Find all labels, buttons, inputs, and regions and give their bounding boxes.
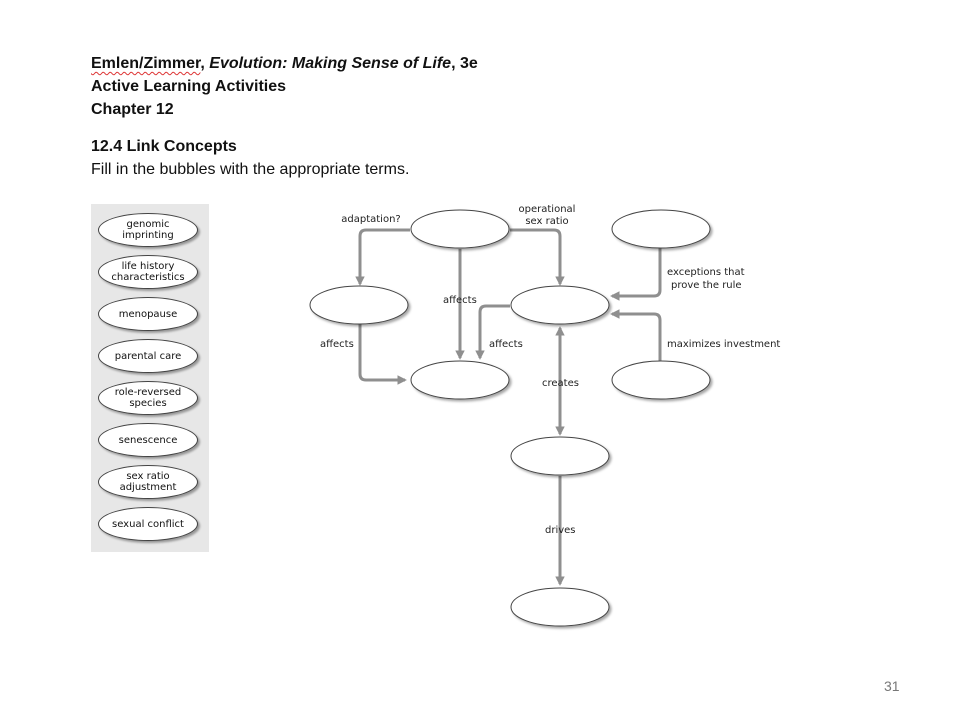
empty-bubble-lower[interactable] xyxy=(510,436,610,476)
empty-bubble-bottom[interactable] xyxy=(510,587,610,627)
term-bubble[interactable]: role-reversed species xyxy=(98,381,198,415)
term-bubble[interactable]: parental care xyxy=(98,339,198,373)
term-bank: genomic imprinting life history characte… xyxy=(91,204,209,552)
arrow-center-to-bottom-left xyxy=(475,304,510,360)
instruction-text: Fill in the bubbles with the appropriate… xyxy=(91,161,410,178)
label-prove-rule: prove the rule xyxy=(671,280,742,291)
label-affects-center: affects xyxy=(443,295,477,306)
arrow-top-to-center xyxy=(510,228,565,286)
term-bubble[interactable]: life history characteristics xyxy=(98,255,198,289)
label-drives: drives xyxy=(545,525,576,536)
term-bubble[interactable]: sex ratio adjustment xyxy=(98,465,198,499)
arrow-topright-to-center xyxy=(610,248,662,301)
term-bubble[interactable]: sexual conflict xyxy=(98,507,198,541)
book-edition: , 3e xyxy=(451,55,478,72)
term-bubble[interactable]: senescence xyxy=(98,423,198,457)
book-title: Evolution: Making Sense of Life xyxy=(209,55,452,72)
arrow-left-to-bottom-left xyxy=(358,324,407,385)
label-adaptation: adaptation? xyxy=(341,214,400,225)
label-sex-ratio: sex ratio xyxy=(525,216,568,227)
empty-bubble-right[interactable] xyxy=(611,360,711,400)
header-line-3: Chapter 12 xyxy=(91,101,174,118)
empty-bubble-top-right[interactable] xyxy=(611,209,711,249)
empty-bubble-bottom-left[interactable] xyxy=(410,360,510,400)
section-title: 12.4 Link Concepts xyxy=(91,138,237,155)
page-number: 31 xyxy=(884,678,900,694)
label-exceptions: exceptions that xyxy=(667,267,745,278)
label-affects-right: affects xyxy=(489,339,523,350)
label-operational: operational xyxy=(519,204,576,215)
label-maximizes: maximizes investment xyxy=(667,339,780,350)
header-line-2: Active Learning Activities xyxy=(91,78,287,95)
label-affects-left: affects xyxy=(320,339,354,350)
arrow-top-to-left xyxy=(355,228,410,286)
term-bubble[interactable]: genomic imprinting xyxy=(98,213,198,247)
author-names: Emlen/Zimmer xyxy=(91,55,201,72)
empty-bubble-left[interactable] xyxy=(309,285,409,325)
empty-bubble-top[interactable] xyxy=(410,209,510,249)
label-creates: creates xyxy=(542,378,579,389)
term-bubble[interactable]: menopause xyxy=(98,297,198,331)
arrow-right-to-center xyxy=(610,309,662,362)
empty-bubble-center[interactable] xyxy=(510,285,610,325)
document-header: Emlen/Zimmer, Evolution: Making Sense of… xyxy=(91,52,478,121)
header-line-1: Emlen/Zimmer, Evolution: Making Sense of… xyxy=(91,52,478,75)
header-separator: , xyxy=(200,55,210,72)
